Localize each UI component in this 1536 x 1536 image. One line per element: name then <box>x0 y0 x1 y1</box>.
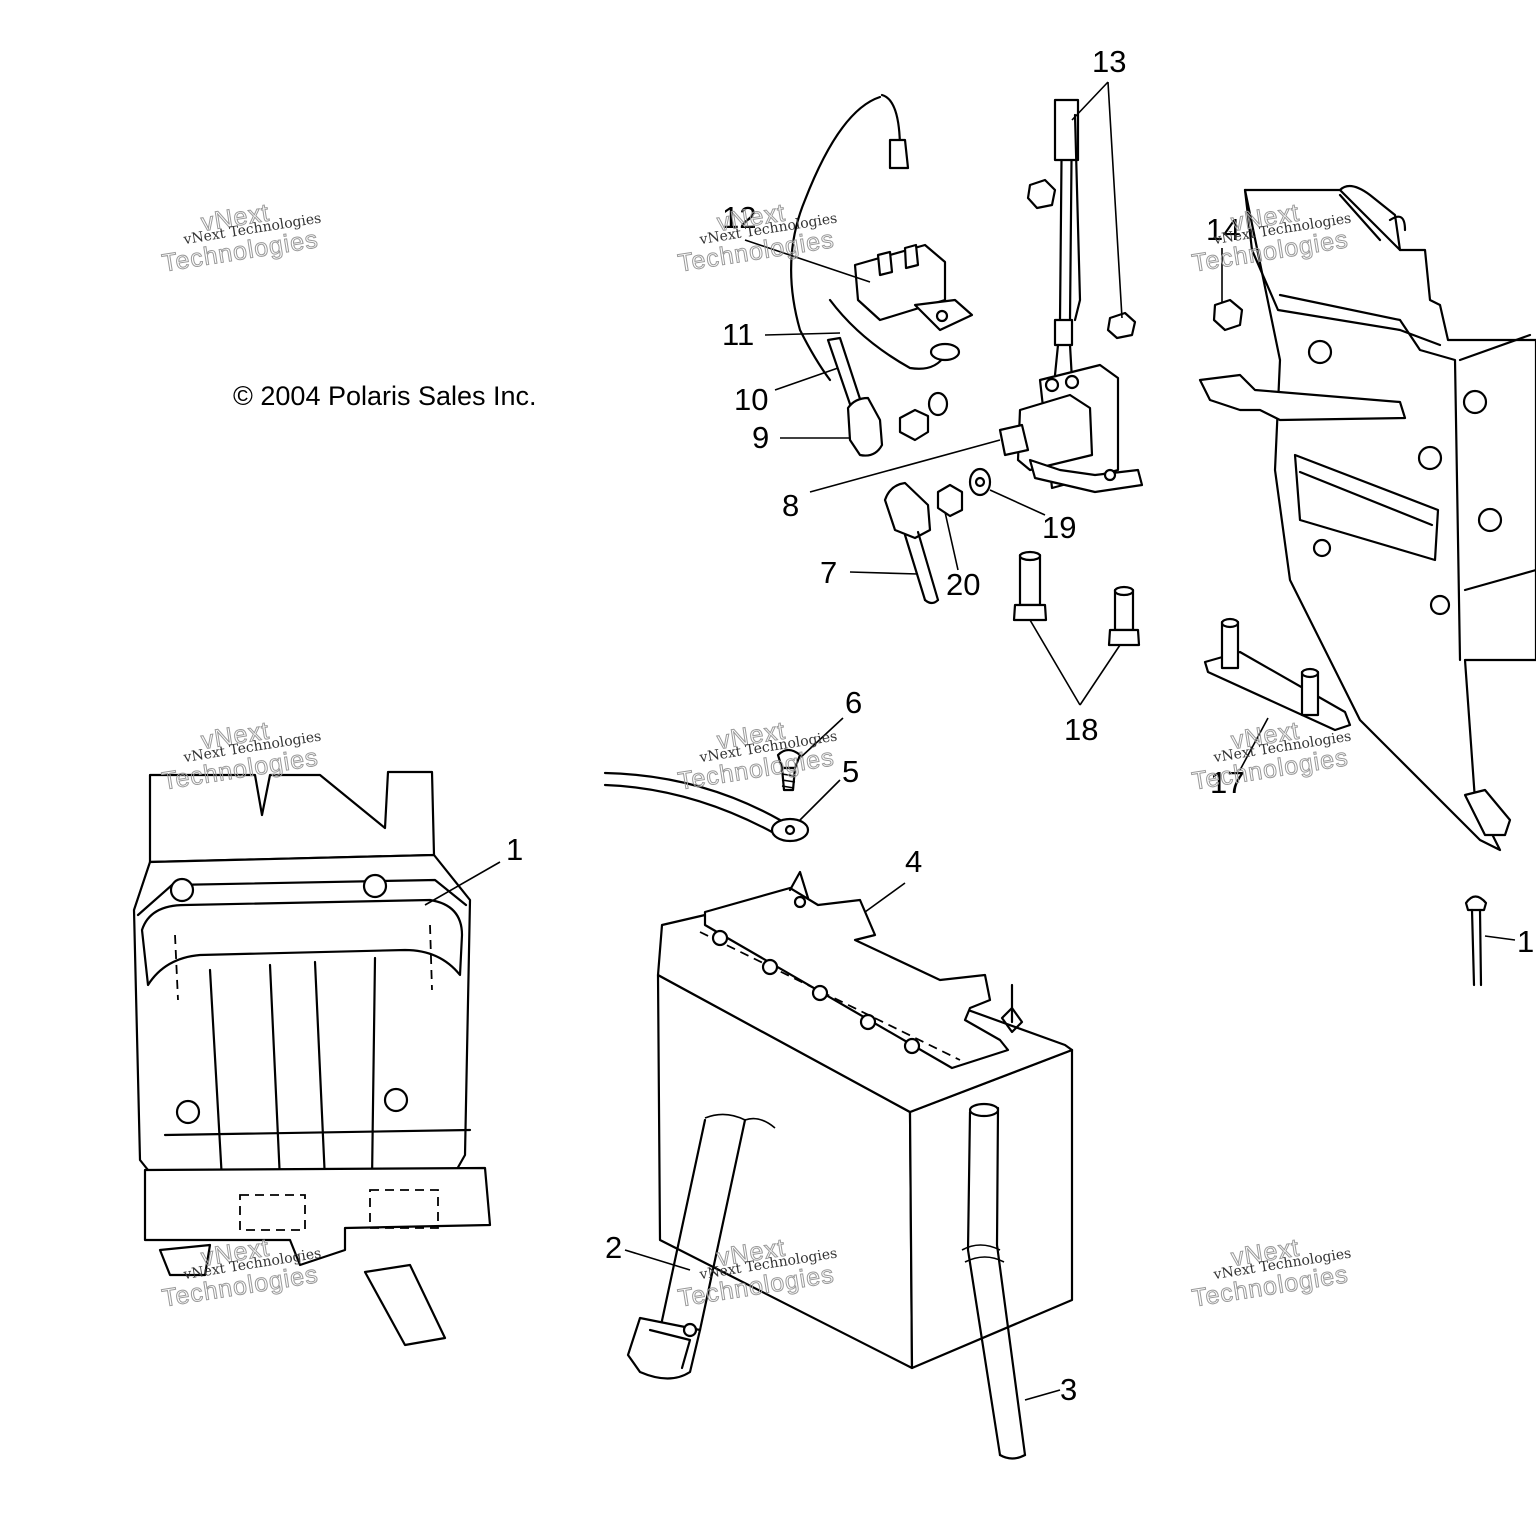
leader-lines <box>424 81 1516 1401</box>
vent-tube <box>961 1102 1027 1460</box>
callout-1-right: 1 <box>1517 924 1534 959</box>
callout-1: 1 <box>506 832 523 867</box>
ignition-parts <box>790 93 974 457</box>
callout-7: 7 <box>820 555 837 590</box>
callout-17: 17 <box>1210 765 1244 800</box>
positive-cable-terminal <box>603 748 810 843</box>
callout-labels: 1 2 3 4 5 6 7 8 9 10 11 12 13 14 1 17 18… <box>506 44 1534 1407</box>
callout-14: 14 <box>1206 212 1240 247</box>
battery <box>656 870 1074 1370</box>
watermark: vNext vNext Technologies Technologies <box>1190 1233 1353 1313</box>
callout-6: 6 <box>845 685 862 720</box>
callout-18: 18 <box>1064 712 1098 747</box>
callout-20: 20 <box>946 567 980 602</box>
callout-3: 3 <box>1060 1372 1077 1407</box>
callout-4: 4 <box>905 844 922 879</box>
callout-11: 11 <box>722 317 754 352</box>
frame-bracket <box>1198 184 1536 987</box>
callout-9: 9 <box>752 420 769 455</box>
watermark: vNext vNext Technologies Technologies <box>676 1233 839 1313</box>
battery-cable-negative <box>626 1113 776 1380</box>
callout-12: 12 <box>722 200 756 235</box>
copyright-text: © 2004 Polaris Sales Inc. <box>233 381 537 411</box>
starter-solenoid <box>883 98 1144 605</box>
callout-10: 10 <box>734 382 768 417</box>
bolts <box>1012 550 1141 647</box>
battery-tray <box>132 770 492 1347</box>
callout-19: 19 <box>1042 510 1076 545</box>
callout-8: 8 <box>782 488 799 523</box>
callout-5: 5 <box>842 754 859 789</box>
callout-13: 13 <box>1092 44 1126 79</box>
callout-2: 2 <box>605 1230 622 1265</box>
watermark: vNext vNext Technologies Technologies <box>676 716 839 796</box>
watermark: vNext vNext Technologies Technologies <box>160 198 323 278</box>
